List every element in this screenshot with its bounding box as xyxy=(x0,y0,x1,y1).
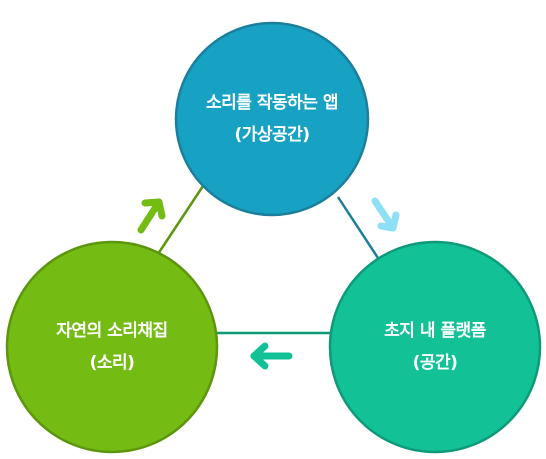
node-left-subtitle: (소리) xyxy=(89,353,135,373)
node-circle-left xyxy=(5,240,219,454)
node-right-title: 초지 내 플랫폼 xyxy=(384,321,486,341)
node-top: 소리를 작동하는 앱 (가상공간) xyxy=(166,22,378,216)
node-top-title: 소리를 작동하는 앱 xyxy=(206,93,338,113)
node-left: 자연의 소리채집 (소리) xyxy=(6,241,218,453)
node-top-subtitle: (가상공간) xyxy=(234,125,310,145)
connector-top-right xyxy=(336,196,380,259)
connector-top-left xyxy=(156,185,205,255)
node-circle-top xyxy=(174,21,370,217)
node-right: 초지 내 플랫폼 (공간) xyxy=(329,241,541,453)
node-right-subtitle: (공간) xyxy=(412,353,458,373)
arrow-down-right-icon xyxy=(371,197,400,232)
arrow-left-icon xyxy=(250,342,293,370)
node-circle-right xyxy=(328,240,542,454)
arrow-up-right-icon xyxy=(137,198,166,234)
node-left-title: 자연의 소리채집 xyxy=(56,321,168,341)
